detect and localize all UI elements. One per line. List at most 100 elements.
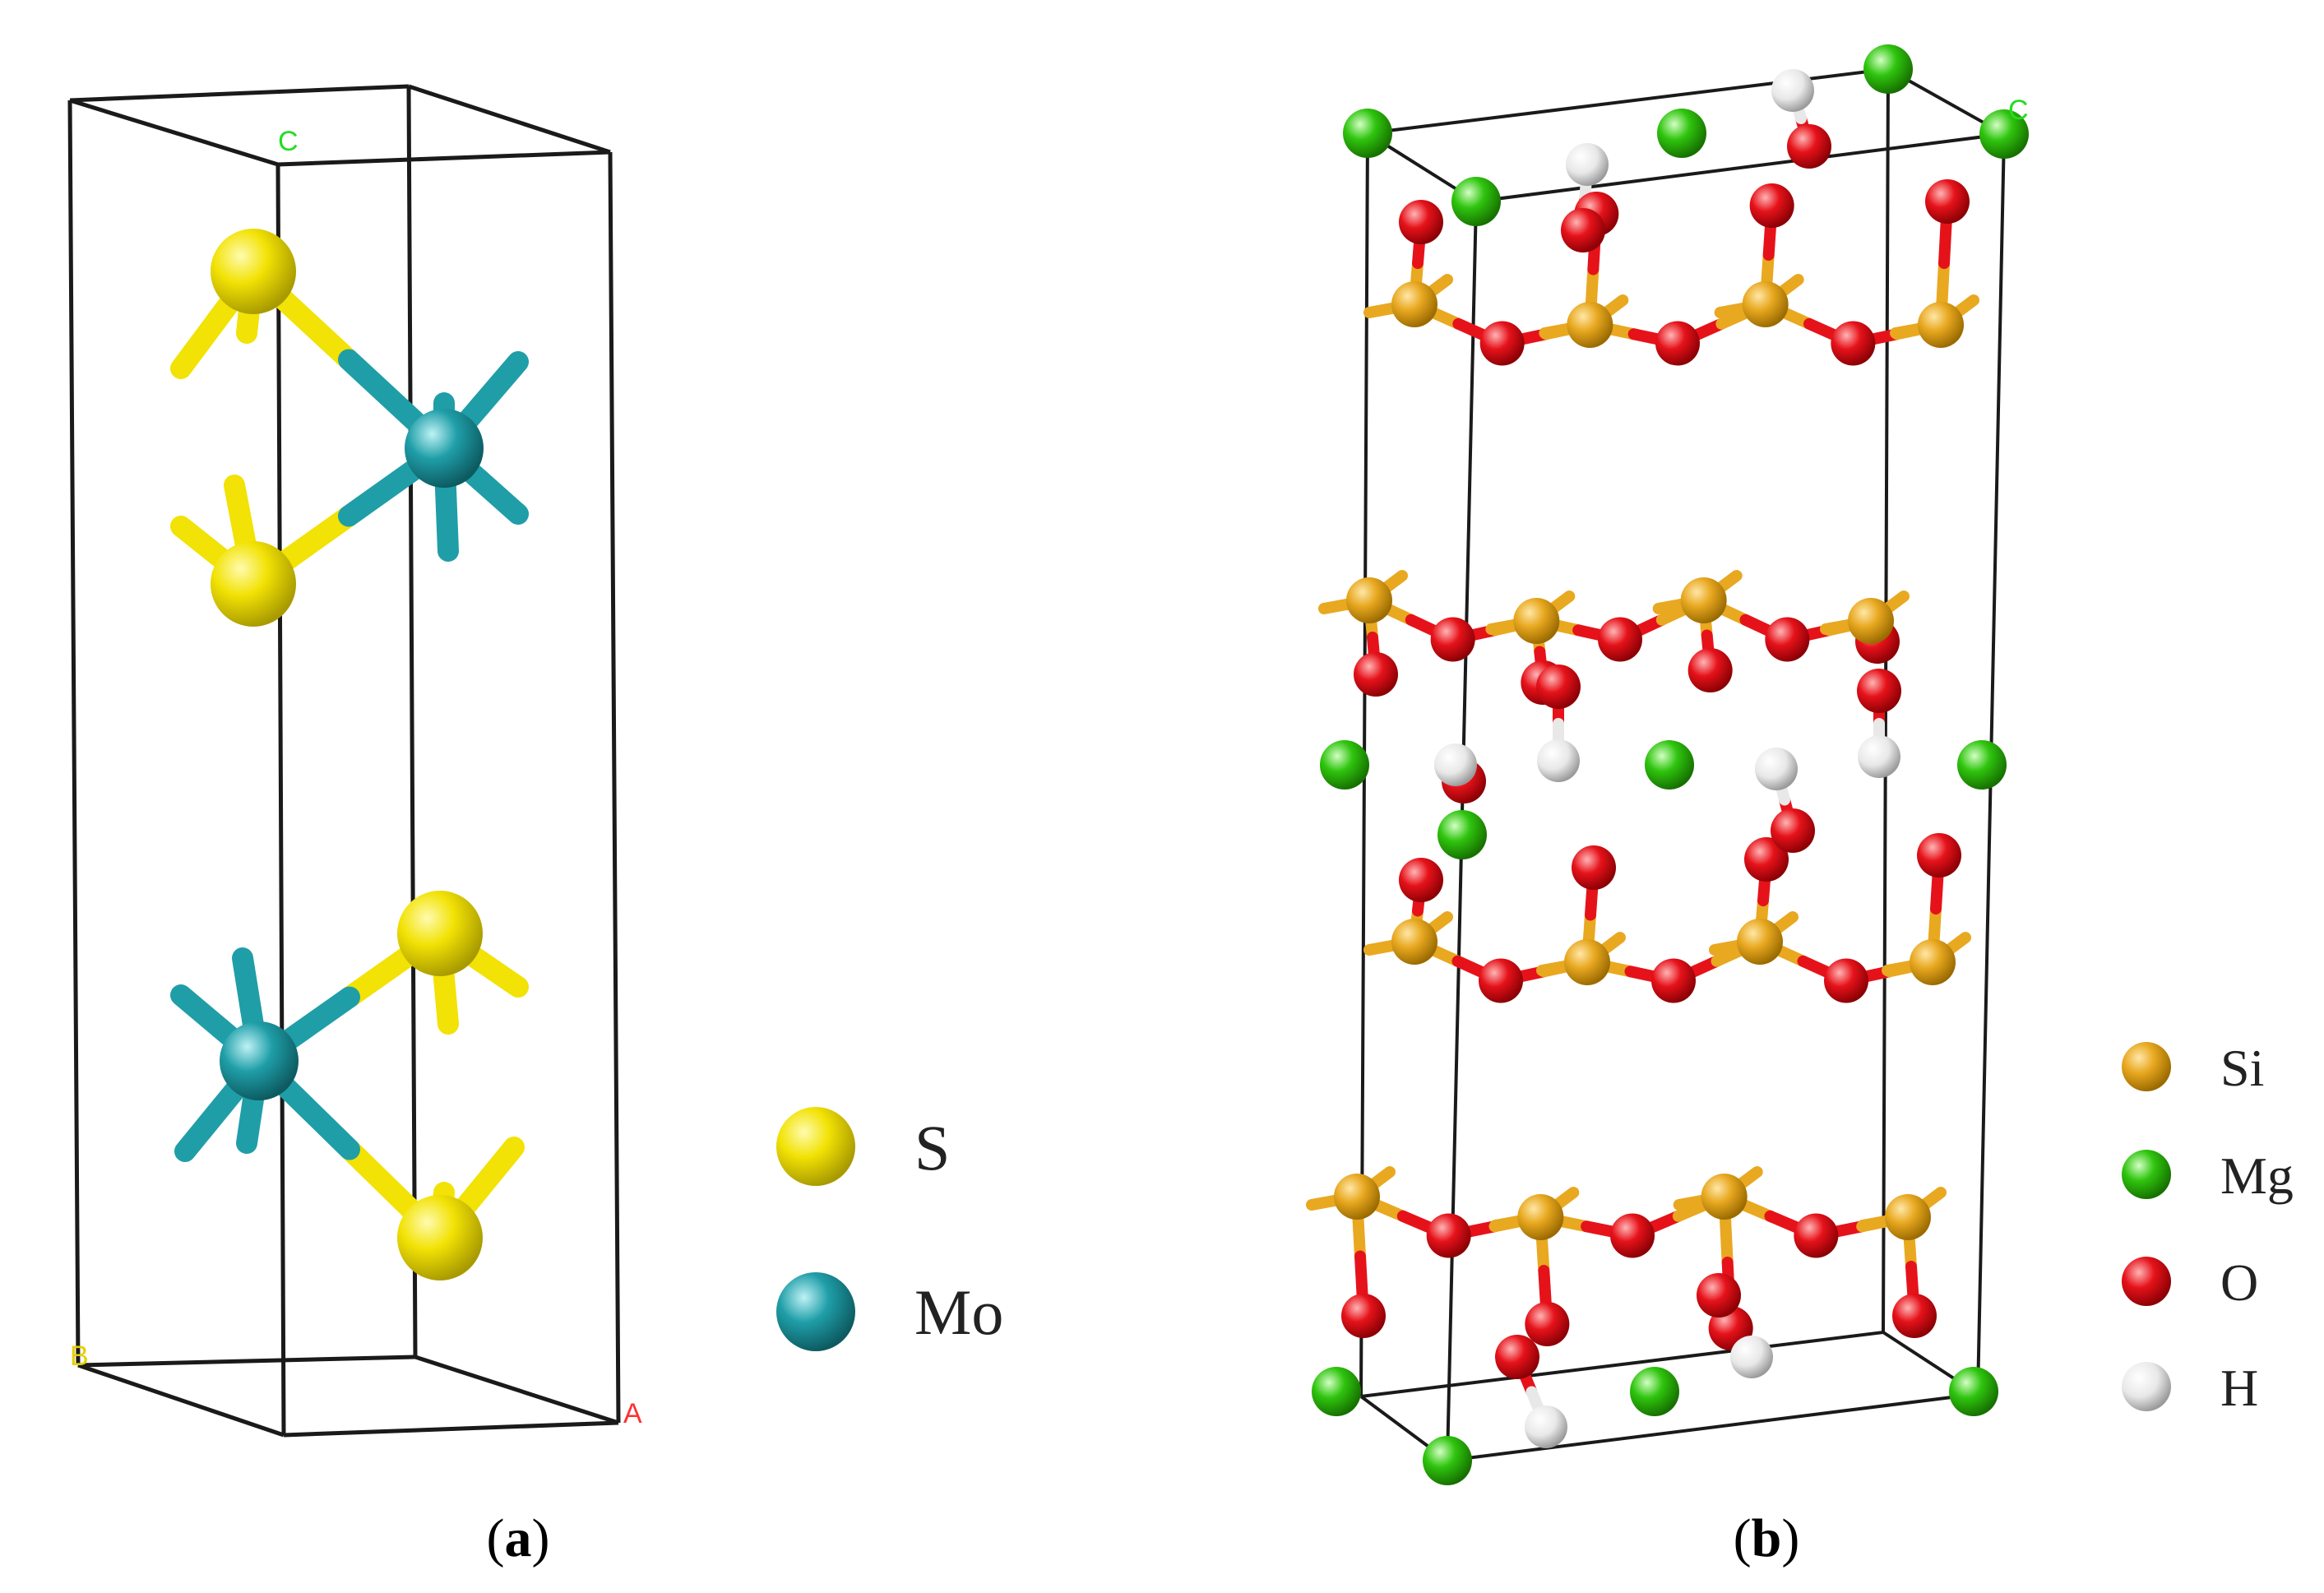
bond-si-stub	[1600, 294, 1629, 318]
legend-label-mg: Mg	[2220, 1146, 2294, 1205]
legend-swatch-h	[2122, 1362, 2171, 1411]
atom-mg	[1423, 1436, 1472, 1485]
bond-si-stub	[1714, 570, 1743, 594]
atom-o	[1824, 958, 1868, 1003]
panel-a-mos2-structure: C B A S Mo (a)	[67, 84, 1003, 1568]
bond-s-stub	[224, 475, 255, 545]
unit-cell-a	[67, 84, 621, 1438]
atom-mg	[1979, 109, 2029, 159]
atom-si	[1564, 939, 1610, 985]
bond-si-stub	[1539, 323, 1573, 339]
atom-o	[1430, 617, 1475, 662]
bond-si-stub	[1673, 1195, 1708, 1211]
atom-mg	[1320, 740, 1369, 790]
bond-s-stub	[433, 968, 459, 1035]
atom-o	[1354, 652, 1398, 697]
atom-o	[1426, 1213, 1471, 1258]
atom-mg	[1645, 740, 1694, 790]
atom-o	[1917, 833, 1961, 878]
legend-label-o: O	[2220, 1253, 2258, 1312]
atom-mg	[1312, 1367, 1361, 1416]
atom-mg	[1657, 109, 1706, 158]
caption-a: (a)	[487, 1508, 550, 1568]
atom-h	[1730, 1336, 1773, 1378]
atom-si	[1391, 919, 1437, 965]
bond-s-stub	[170, 516, 228, 566]
atom-h	[1771, 69, 1814, 112]
atom-si	[1742, 281, 1789, 327]
bond-si-stub	[1485, 619, 1520, 635]
atom-o	[1925, 179, 1970, 224]
legend-swatch-s	[776, 1107, 855, 1186]
atom-si	[1517, 1194, 1564, 1240]
atom-h	[1858, 735, 1900, 778]
axis-label-a: A	[623, 1398, 642, 1429]
atom-si	[1910, 939, 1956, 985]
atom-si	[1391, 281, 1437, 327]
atom-o	[1572, 845, 1616, 890]
bond-si-stub	[1380, 570, 1408, 594]
bond-s-stub	[468, 949, 529, 998]
atom-mg	[1343, 109, 1392, 158]
atom-o	[1536, 665, 1581, 709]
atom-o	[1765, 617, 1810, 662]
atom-si	[1701, 1174, 1748, 1220]
bond-si-stub	[1882, 590, 1910, 614]
atom-mg	[1949, 1367, 1998, 1416]
bond-mo-stub	[174, 1095, 233, 1162]
atom-o	[1610, 1213, 1655, 1258]
atom-o	[1892, 1294, 1937, 1338]
legend-label-h: H	[2220, 1359, 2258, 1417]
legend-label-mo: Mo	[914, 1276, 1003, 1348]
bond-si-stub	[1882, 961, 1916, 976]
bond-mo-stub	[470, 351, 529, 416]
bond-si-stub	[1652, 599, 1687, 614]
caption-b: (b)	[1734, 1508, 1800, 1568]
axis-label-c-b: C	[2008, 95, 2029, 126]
atom-s	[211, 541, 296, 627]
atom-mo	[405, 409, 484, 488]
panel-b-silicate-structure: C Si Mg O H (b)	[1306, 44, 2294, 1568]
bond-si-stub	[1363, 303, 1398, 318]
atom-mo	[220, 1021, 299, 1100]
bond-si-stub	[1857, 1216, 1891, 1231]
legend-a: S Mo	[776, 1107, 1003, 1351]
atom-s	[397, 1195, 483, 1280]
atom-si	[1513, 598, 1560, 644]
atom-o	[1687, 648, 1733, 692]
atom-o	[1771, 808, 1815, 853]
bond-si-stub	[1598, 932, 1626, 956]
axis-label-b: B	[70, 1341, 89, 1372]
legend-swatch-mo	[776, 1272, 855, 1351]
atom-h	[1525, 1405, 1567, 1448]
bond-si-stub	[1489, 1216, 1524, 1231]
bond-si-stub	[1318, 599, 1353, 614]
legend-label-s: S	[914, 1112, 950, 1183]
bonds-a	[170, 261, 529, 1248]
atom-si	[1346, 577, 1392, 623]
atom-o	[1561, 208, 1605, 252]
bond-si-stub	[1890, 323, 1924, 339]
bond-mo-stub	[236, 1091, 264, 1154]
bond-mo-stub	[435, 489, 459, 562]
atom-s	[211, 229, 296, 314]
atom-o	[1744, 837, 1789, 882]
atom-mg	[1451, 177, 1501, 226]
atom-o	[1341, 1294, 1386, 1338]
bond-si-stub	[1951, 294, 1979, 318]
bond-s-stub	[466, 1137, 525, 1203]
atom-o	[1655, 321, 1700, 366]
bond-si-stub	[1714, 303, 1749, 318]
atom-si	[1885, 1194, 1931, 1240]
atom-o	[1399, 200, 1443, 244]
atoms-a	[211, 229, 484, 1280]
atom-o	[1479, 321, 1525, 366]
atom-o	[1787, 124, 1831, 169]
atom-h	[1755, 748, 1798, 790]
bond-si-stub	[1547, 590, 1576, 614]
bond-si-stub	[1363, 940, 1398, 956]
bond-si-stub	[1919, 1187, 1947, 1211]
atom-si	[1680, 577, 1727, 623]
legend-b: Si Mg O H	[2122, 1039, 2294, 1417]
